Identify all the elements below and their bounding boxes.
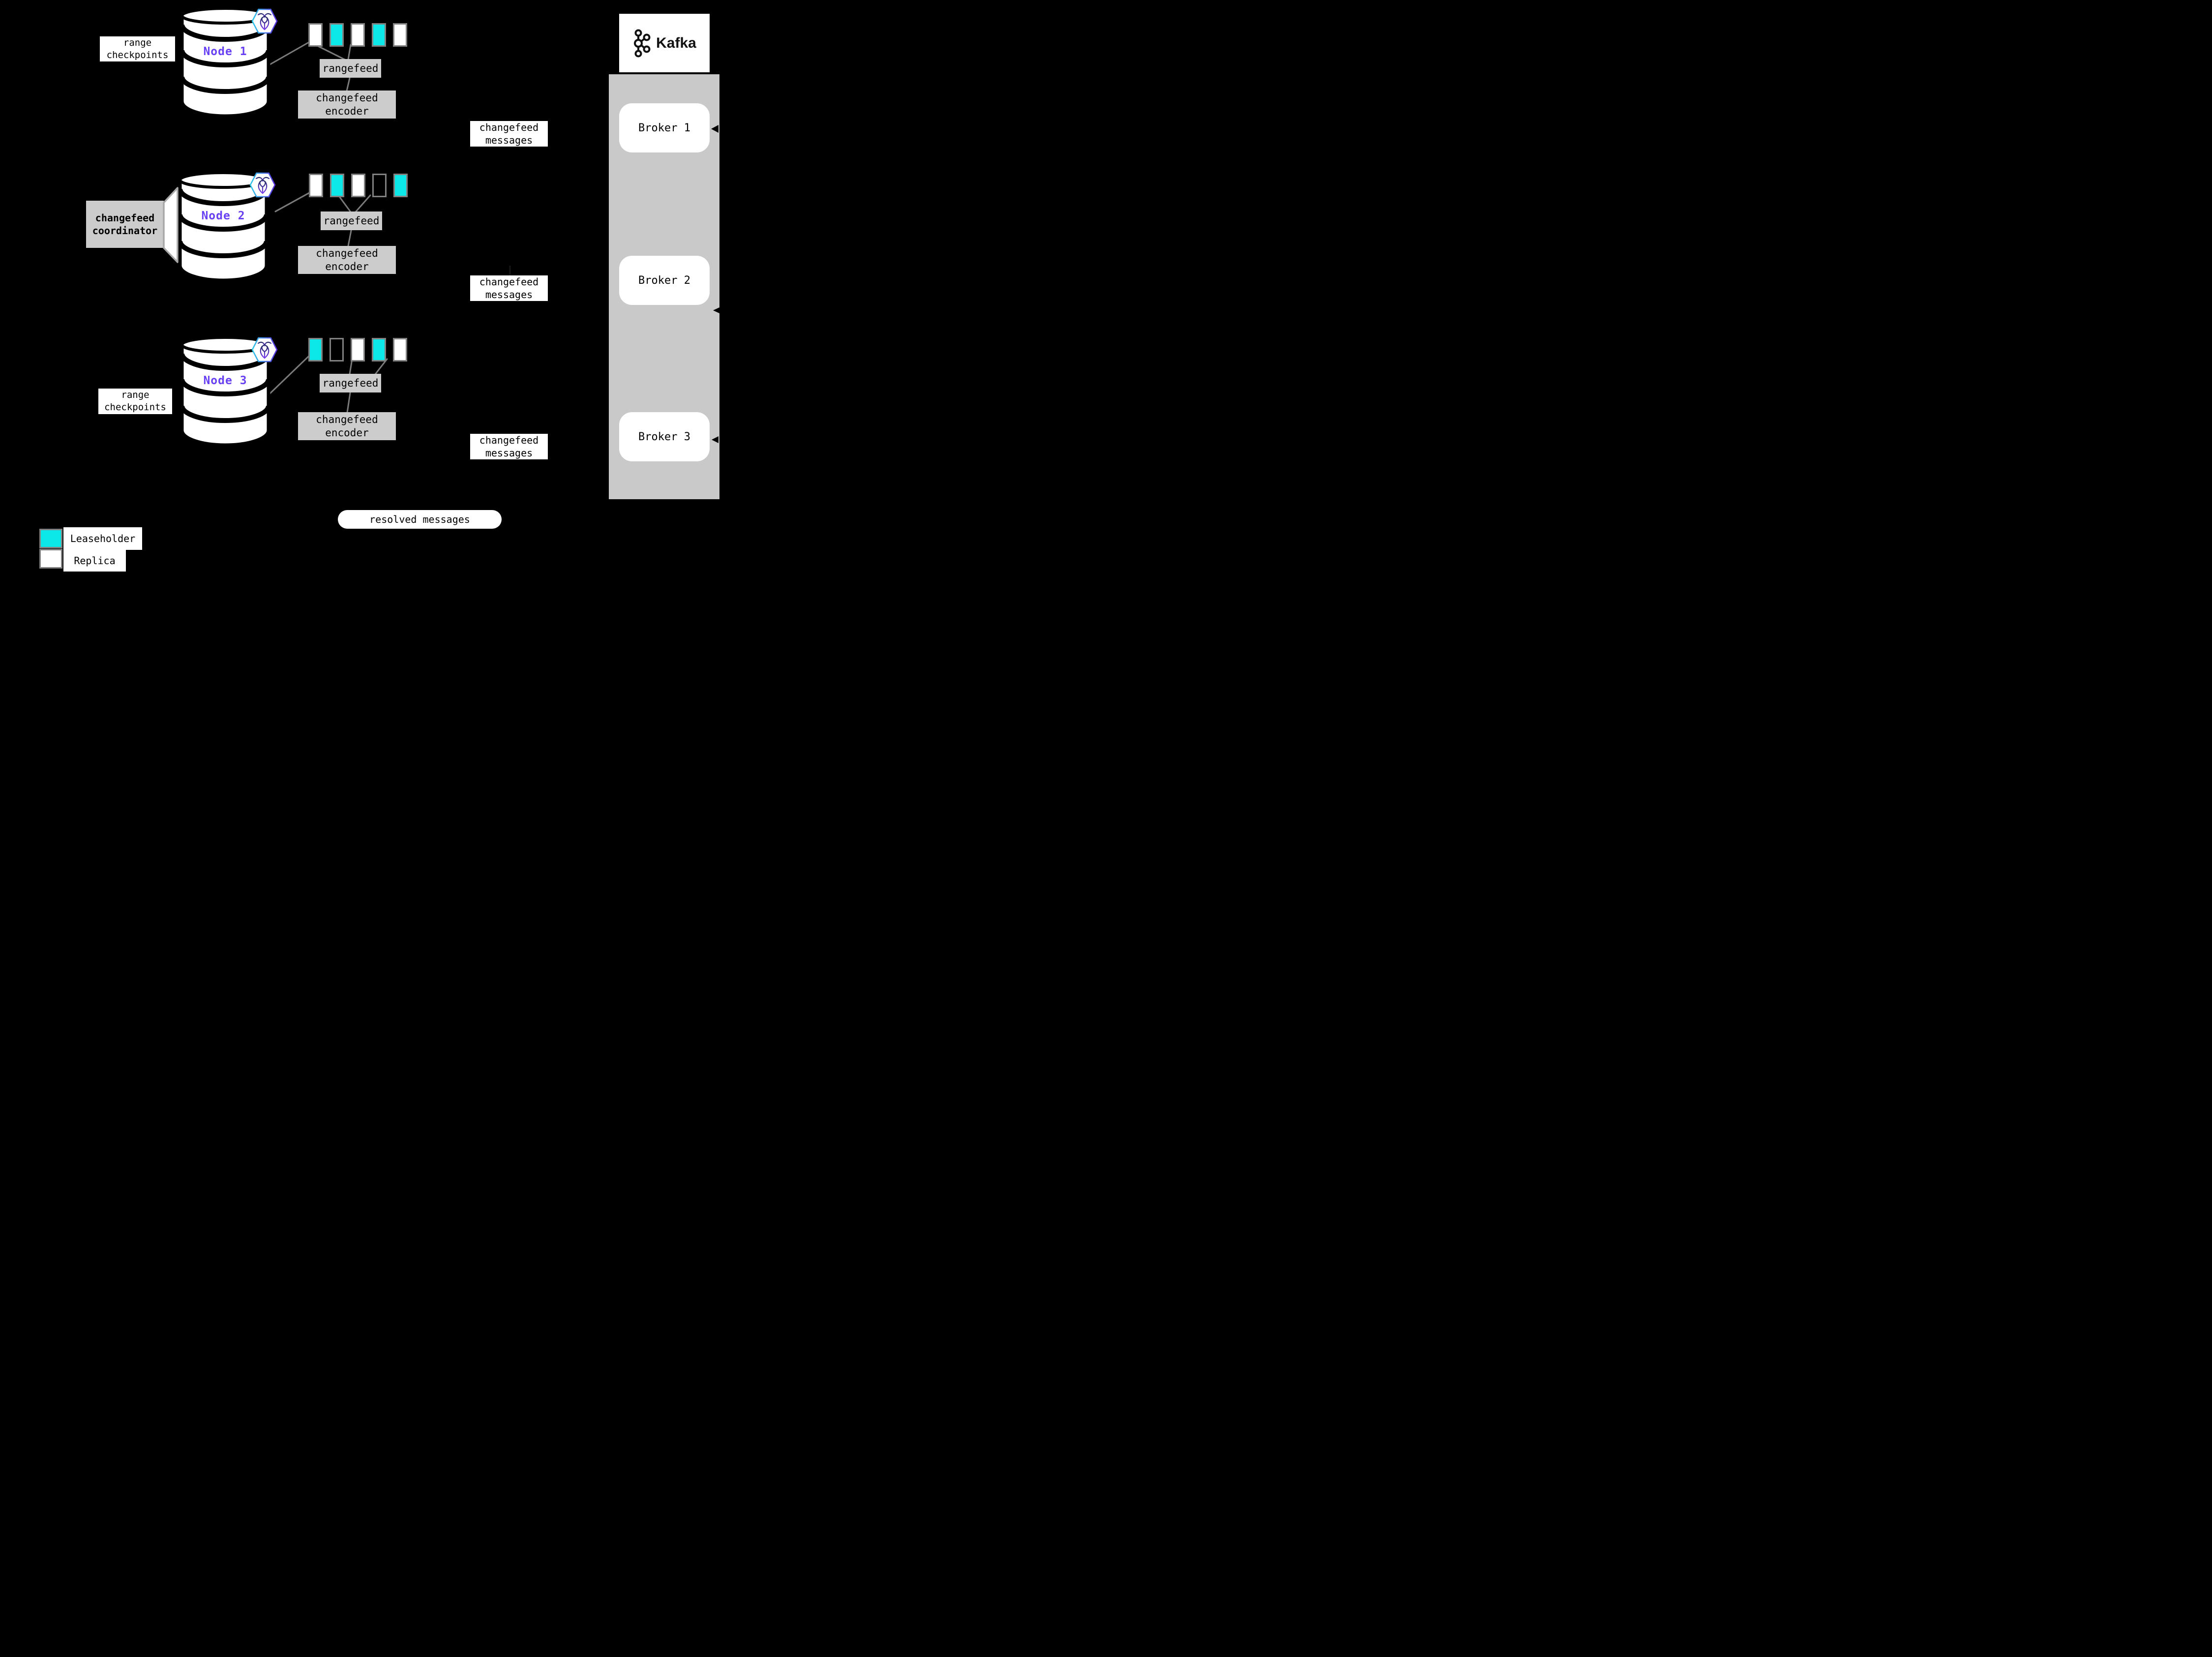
broker-3: Broker 3 bbox=[619, 412, 710, 461]
changefeed-messages-label-3: changefeed messages bbox=[470, 434, 548, 459]
range-replica bbox=[393, 23, 407, 47]
range-replica bbox=[351, 174, 365, 197]
node-2-cylinder: Node 2 bbox=[178, 171, 269, 282]
encoder-line: changefeed bbox=[316, 247, 378, 259]
rangefeed-box-2: rangefeed bbox=[321, 211, 382, 230]
rangefeed-label: rangefeed bbox=[322, 377, 379, 389]
kafka-logo-box: Kafka bbox=[619, 14, 710, 72]
node-name: Node 3 bbox=[203, 374, 247, 387]
range-replica bbox=[308, 23, 323, 47]
resolved-messages-label: resolved messages bbox=[369, 513, 470, 525]
kafka-wordmark: Kafka bbox=[656, 34, 696, 51]
node-name: Node 1 bbox=[203, 45, 247, 58]
range-replica bbox=[351, 23, 365, 47]
range-leaseholder bbox=[372, 338, 386, 362]
rangefeed-label: rangefeed bbox=[322, 62, 379, 74]
range-leaseholder bbox=[330, 174, 344, 197]
range-empty bbox=[372, 174, 387, 197]
encoder-line: encoder bbox=[325, 426, 369, 439]
changefeed-messages-label-1: changefeed messages bbox=[470, 121, 548, 147]
range-checkpoints-label-3: range checkpoints bbox=[98, 389, 172, 414]
range-replica bbox=[351, 338, 365, 362]
changefeed-encoder-box-3: changefeed encoder bbox=[298, 412, 396, 440]
changefeed-messages-label-2: changefeed messages bbox=[470, 275, 548, 301]
changefeed-encoder-box-1: changefeed encoder bbox=[298, 90, 396, 119]
rangefeed-box-3: rangefeed bbox=[320, 374, 381, 392]
cockroachdb-logo-icon bbox=[249, 171, 276, 199]
label-line: Leaseholder bbox=[70, 533, 136, 544]
range-replica bbox=[309, 174, 323, 197]
node-3-ranges bbox=[308, 338, 407, 362]
broker-label: Broker 2 bbox=[638, 274, 690, 287]
range-leaseholder bbox=[308, 338, 323, 362]
label-line: checkpoints bbox=[106, 49, 169, 60]
label-line: changefeed bbox=[479, 434, 539, 446]
legend-leaseholder-swatch bbox=[39, 529, 62, 548]
label-line: checkpoints bbox=[104, 402, 166, 413]
label-line: Replica bbox=[74, 555, 116, 567]
legend-replica-swatch bbox=[39, 549, 62, 569]
label-line: messages bbox=[485, 289, 533, 301]
node-1-ranges bbox=[308, 23, 407, 47]
database-cylinder-icon bbox=[179, 7, 271, 118]
legend-leaseholder-label: Leaseholder bbox=[63, 527, 142, 550]
range-checkpoints-label-1: range checkpoints bbox=[100, 36, 175, 61]
cockroachdb-logo-icon bbox=[251, 335, 278, 364]
legend-replica-label: Replica bbox=[63, 550, 126, 572]
resolved-messages-pill: resolved messages bbox=[338, 510, 502, 529]
changefeed-coordinator-callout: changefeed coordinator bbox=[86, 201, 164, 248]
rangefeed-box-1: rangefeed bbox=[320, 59, 381, 78]
encoder-line: encoder bbox=[325, 105, 369, 117]
broker-label: Broker 1 bbox=[638, 121, 690, 134]
database-cylinder-icon bbox=[178, 171, 269, 282]
coordinator-flag-fold bbox=[163, 187, 179, 263]
coordinator-line: changefeed bbox=[95, 212, 155, 224]
label-line: range bbox=[123, 37, 152, 48]
coordinator-line: coordinator bbox=[92, 225, 158, 237]
label-line: messages bbox=[485, 447, 533, 459]
database-cylinder-icon bbox=[179, 336, 271, 447]
broker-2: Broker 2 bbox=[619, 256, 710, 305]
broker-1: Broker 1 bbox=[619, 103, 710, 152]
range-leaseholder bbox=[372, 23, 386, 47]
range-leaseholder bbox=[393, 174, 408, 197]
label-line: changefeed bbox=[479, 121, 539, 133]
changefeed-encoder-box-2: changefeed encoder bbox=[298, 246, 396, 274]
encoder-line: changefeed bbox=[316, 91, 378, 104]
range-leaseholder bbox=[329, 23, 344, 47]
broker-label: Broker 3 bbox=[638, 430, 690, 443]
node-3-cylinder: Node 3 bbox=[179, 336, 271, 447]
encoder-line: changefeed bbox=[316, 413, 378, 425]
cockroachdb-logo-icon bbox=[251, 7, 278, 35]
label-line: messages bbox=[485, 134, 533, 146]
node-name: Node 2 bbox=[201, 210, 245, 222]
label-line: range bbox=[121, 390, 149, 400]
range-replica bbox=[393, 338, 407, 362]
label-line: changefeed bbox=[479, 276, 539, 288]
range-empty bbox=[329, 338, 344, 362]
node-2-ranges bbox=[309, 174, 408, 197]
encoder-line: encoder bbox=[325, 260, 369, 272]
node-1-cylinder: Node 1 bbox=[179, 7, 271, 118]
changefeed-architecture-diagram: range checkpoints Node 1 bbox=[0, 0, 771, 577]
kafka-logo-icon bbox=[634, 29, 651, 57]
rangefeed-label: rangefeed bbox=[323, 214, 380, 227]
